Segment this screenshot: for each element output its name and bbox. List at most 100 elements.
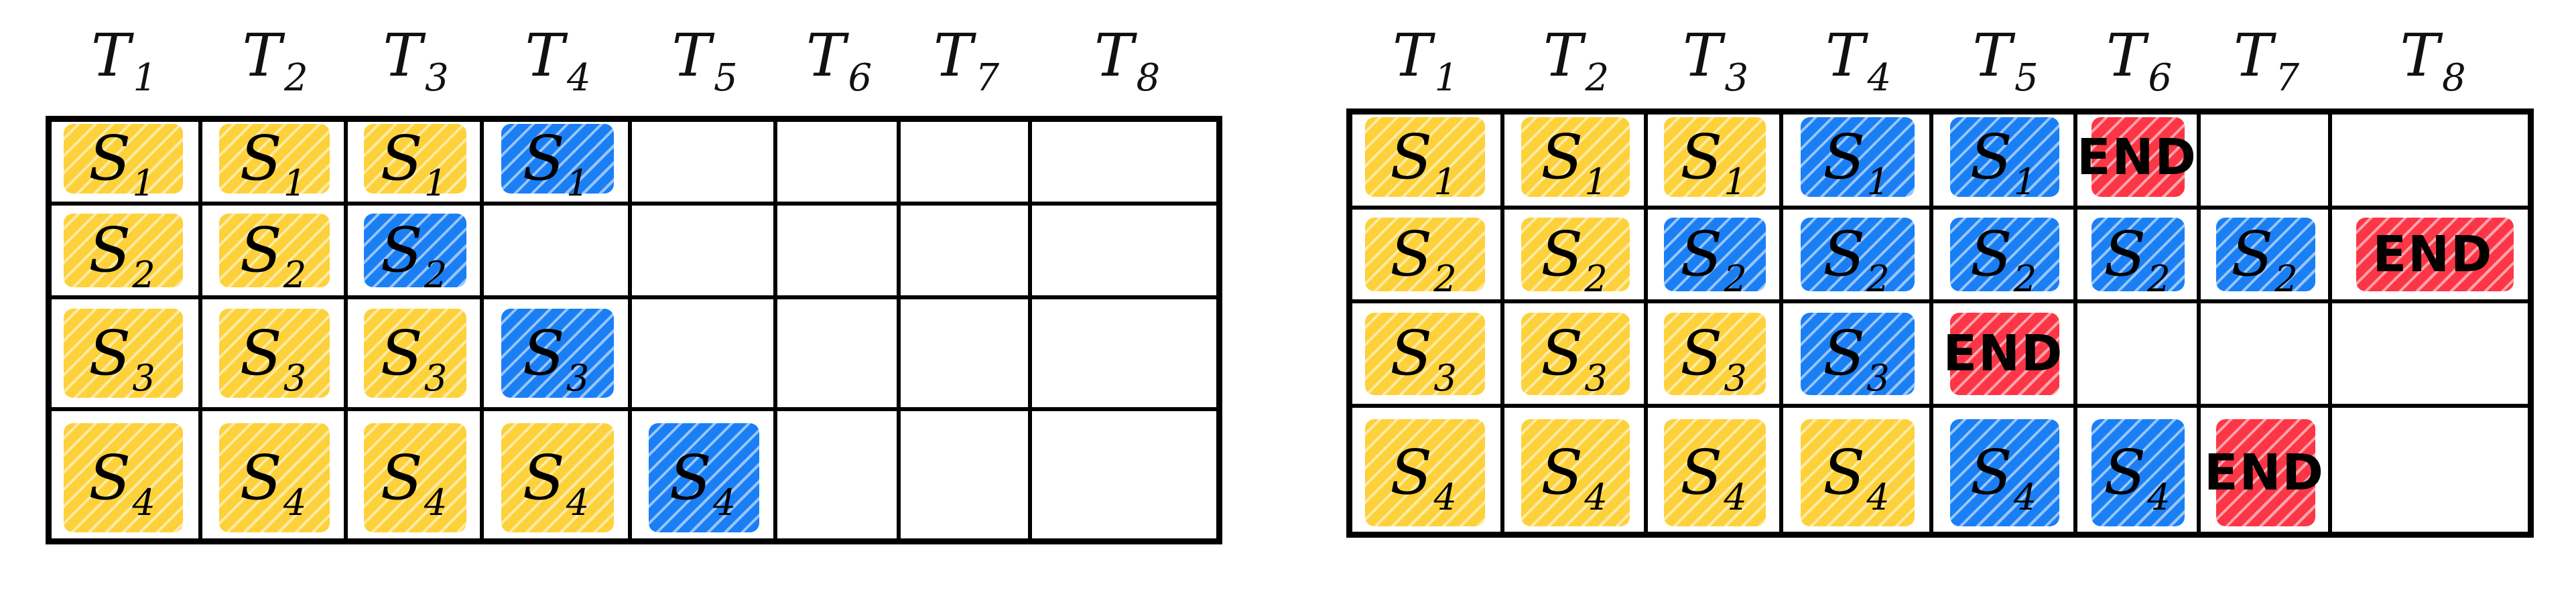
scribble-fill-yellow — [363, 423, 467, 533]
scribble-fill-yellow — [1663, 117, 1766, 197]
scribble-fill-blue — [2091, 419, 2185, 526]
cell-label: S4 — [1541, 442, 1607, 516]
cell-label-index: 4 — [1433, 476, 1457, 518]
step-cell: S3 — [484, 299, 632, 411]
cell-label-text: S — [1541, 437, 1584, 508]
step-cell: S1 — [1783, 108, 1933, 210]
step-cell: S4 — [1504, 408, 1648, 538]
cell-label-index: 1 — [132, 162, 155, 204]
scribble-fill-blue — [1801, 312, 1915, 395]
cell-label-text: END — [2204, 444, 2325, 502]
step-cell: S3 — [1504, 303, 1648, 408]
cell-label-text: S — [1680, 317, 1723, 389]
step-cell: S3 — [1346, 303, 1504, 408]
empty-cell — [2201, 303, 2332, 408]
cell-label-text: S — [2104, 437, 2146, 508]
cell-label-index: 1 — [2013, 160, 2037, 203]
step-cell: S2 — [1504, 210, 1648, 303]
step-cell: S3 — [46, 299, 202, 411]
scribble-fill-yellow — [64, 309, 184, 398]
step-cell: S4 — [1783, 408, 1933, 538]
cell-label-text: S — [380, 214, 423, 286]
cell-label-index: 1 — [1584, 160, 1608, 203]
cell-label: END — [2077, 133, 2197, 182]
cell-label-index: 2 — [1724, 258, 1747, 300]
scribble-fill-yellow — [501, 423, 614, 533]
cell-label-text: S — [88, 441, 131, 514]
column-header: T1 — [57, 19, 191, 100]
scribble-fill-red — [2356, 218, 2514, 291]
column-header-letter: T — [671, 21, 712, 90]
empty-cell — [1032, 116, 1222, 206]
empty-cell — [901, 116, 1032, 206]
cell-label: S3 — [523, 322, 589, 396]
column-header-index: 6 — [848, 56, 873, 100]
cell-label: S2 — [1970, 224, 2037, 297]
cell-label: S1 — [1390, 126, 1456, 200]
column-header-letter: T — [90, 21, 131, 90]
step-cell: S4 — [632, 411, 777, 544]
step-cell: S4 — [1648, 408, 1783, 538]
step-cell: S4 — [46, 411, 202, 544]
empty-cell — [2201, 108, 2332, 210]
cell-label: S1 — [1680, 126, 1746, 200]
step-cell: S1 — [1346, 108, 1504, 210]
cell-label: S4 — [1970, 442, 2037, 516]
cell-label-text: S — [1970, 437, 2012, 508]
column-header-index: 8 — [1136, 56, 1161, 100]
cell-label: S4 — [1390, 442, 1456, 516]
scribble-fill-yellow — [64, 123, 184, 194]
column-header: T5 — [1939, 19, 2073, 100]
column-header: T2 — [208, 19, 342, 100]
cell-label-index: 1 — [1433, 160, 1457, 203]
scribble-fill-yellow — [1521, 419, 1630, 526]
cell-label-text: S — [1680, 121, 1723, 193]
cell-label-text: S — [1680, 218, 1723, 290]
cell-label: S1 — [1541, 126, 1607, 200]
cell-label-index: 4 — [2147, 476, 2171, 518]
column-header-index: 4 — [567, 56, 591, 100]
cell-label-text: S — [669, 441, 712, 514]
column-header-index: 3 — [1724, 56, 1749, 100]
step-cell: S3 — [1783, 303, 1933, 408]
column-header-letter: T — [242, 21, 282, 90]
cell-label-index: 4 — [566, 481, 590, 524]
cell-label: S3 — [381, 322, 447, 396]
column-header: T5 — [638, 19, 772, 100]
cell-label-index: 4 — [283, 481, 307, 524]
cell-label-text: S — [1541, 317, 1584, 389]
cell-label: S3 — [88, 322, 155, 396]
cell-label-index: 4 — [1724, 476, 1747, 518]
cell-label: S4 — [1680, 442, 1746, 516]
scribble-fill-blue — [1663, 218, 1766, 291]
cell-label-text: S — [1680, 437, 1723, 508]
empty-cell — [2332, 108, 2534, 210]
step-cell: S4 — [484, 411, 632, 544]
cell-label-text: S — [1541, 218, 1584, 290]
step-cell: S1 — [202, 116, 348, 206]
scribble-fill-yellow — [219, 309, 330, 398]
empty-cell — [777, 206, 901, 299]
step-cell: S2 — [2201, 210, 2332, 303]
column-header-index: 7 — [975, 56, 1000, 100]
step-cell: S3 — [348, 299, 484, 411]
step-cell: S4 — [202, 411, 348, 544]
empty-cell — [632, 116, 777, 206]
column-header-index: 5 — [2014, 56, 2039, 100]
empty-cell — [901, 299, 1032, 411]
column-header-letter: T — [1392, 21, 1432, 90]
scribble-fill-blue — [1950, 419, 2060, 526]
cell-label-index: 1 — [566, 162, 590, 204]
column-header-letter: T — [2400, 21, 2440, 90]
cell-label-text: S — [522, 441, 565, 514]
column-header-letter: T — [1825, 21, 1865, 90]
step-cell: S1 — [1504, 108, 1648, 210]
cell-label: S4 — [2104, 442, 2170, 516]
column-header-index: 5 — [714, 56, 738, 100]
cell-label: S2 — [2104, 224, 2170, 297]
cell-label-index: 1 — [424, 162, 448, 204]
cell-label-text: S — [380, 317, 423, 389]
step-cell: S4 — [1346, 408, 1504, 538]
cell-label-index: 3 — [1584, 357, 1608, 399]
